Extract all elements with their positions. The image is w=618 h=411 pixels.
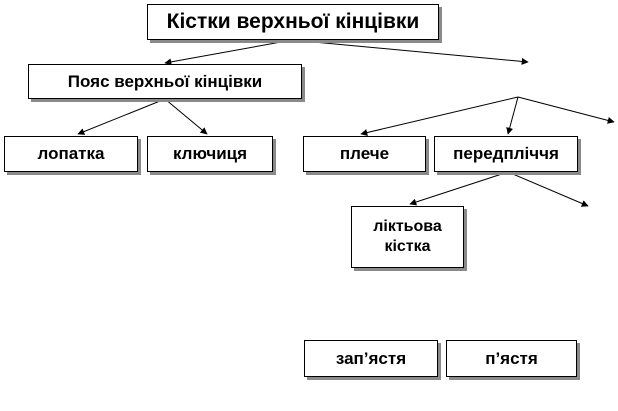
edge-belt-scapula xyxy=(77,98,166,135)
node-ulna: ліктьова кістка xyxy=(351,206,464,268)
node-clavicle: ключиця xyxy=(147,136,273,172)
node-wrist: зап’ястя xyxy=(304,340,438,377)
node-forearm: передпліччя xyxy=(434,136,578,172)
node-shoulder-girdle: Пояс верхньої кінцівки xyxy=(28,64,302,99)
node-scapula: лопатка xyxy=(4,136,138,172)
edge-free-limb-hand xyxy=(517,96,615,124)
node-metacarpus: п’ястя xyxy=(446,340,577,377)
edge-root-free-limb xyxy=(291,39,529,65)
edge-root-belt xyxy=(164,39,293,66)
node-humerus: плече xyxy=(303,136,426,172)
edge-belt-clavicle xyxy=(164,98,208,135)
edge-forearm-radius xyxy=(507,171,589,207)
edge-free-limb-forearm xyxy=(506,96,519,135)
edge-free-limb-humerus xyxy=(360,96,519,136)
node-upper-limb-bones: Кістки верхньої кінцівки xyxy=(147,4,439,40)
edge-forearm-ulna xyxy=(409,171,509,206)
